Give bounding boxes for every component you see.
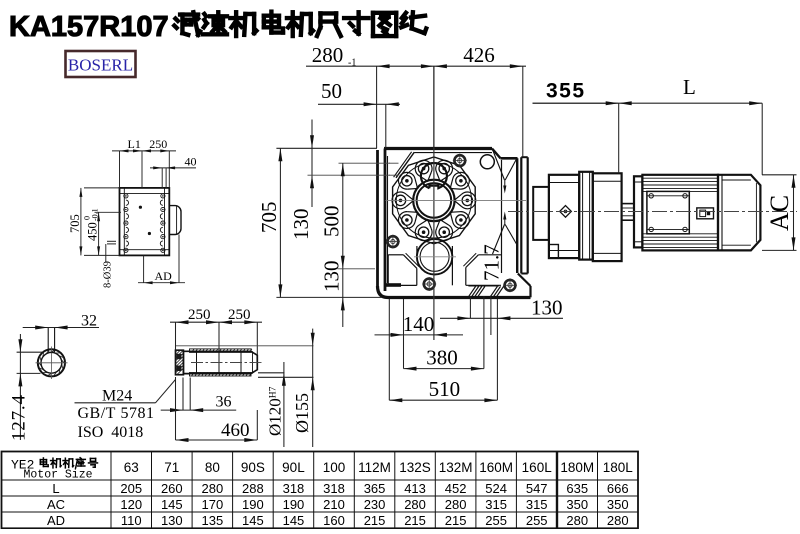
svg-text:413: 413 — [404, 481, 426, 496]
svg-text:318: 318 — [323, 481, 345, 496]
svg-text:AC: AC — [47, 497, 65, 512]
svg-text:132S: 132S — [399, 460, 431, 475]
svg-text:280: 280 — [607, 513, 629, 528]
svg-text:180M: 180M — [560, 460, 594, 475]
svg-text:190: 190 — [283, 497, 305, 512]
svg-text:132M: 132M — [439, 460, 473, 475]
svg-text:215: 215 — [445, 513, 467, 528]
svg-text:500: 500 — [320, 206, 344, 238]
svg-text:145: 145 — [283, 513, 305, 528]
svg-text:280: 280 — [312, 43, 344, 67]
svg-text:255: 255 — [485, 513, 507, 528]
svg-text:280: 280 — [404, 497, 426, 512]
svg-text:145: 145 — [242, 513, 264, 528]
svg-text:355: 355 — [546, 80, 586, 103]
svg-text:71: 71 — [164, 460, 179, 475]
svg-text:145: 145 — [161, 497, 183, 512]
svg-text:380: 380 — [426, 346, 458, 370]
svg-text:130: 130 — [531, 296, 563, 320]
svg-text:318: 318 — [283, 481, 305, 496]
svg-text:AD: AD — [155, 269, 173, 283]
svg-text:350: 350 — [566, 497, 588, 512]
svg-text:L: L — [683, 75, 696, 99]
svg-text:127.4: 127.4 — [9, 394, 30, 441]
svg-text:666: 666 — [607, 481, 629, 496]
svg-text:Ø155: Ø155 — [292, 393, 312, 433]
svg-text:63: 63 — [124, 460, 139, 475]
svg-text:135: 135 — [201, 513, 223, 528]
svg-text:255: 255 — [526, 513, 548, 528]
svg-text:260: 260 — [161, 481, 183, 496]
svg-text:452: 452 — [445, 481, 467, 496]
svg-text:365: 365 — [364, 481, 386, 496]
svg-text:180L: 180L — [603, 460, 634, 475]
svg-text:BOSERL: BOSERL — [68, 56, 133, 75]
svg-text:50: 50 — [321, 79, 342, 103]
svg-text:288: 288 — [242, 481, 264, 496]
svg-text:315: 315 — [485, 497, 507, 512]
svg-text:32: 32 — [81, 313, 97, 330]
svg-text:90L: 90L — [282, 460, 305, 475]
svg-text:-0.1: -0.1 — [91, 208, 100, 221]
svg-text:190: 190 — [242, 497, 264, 512]
svg-text:160: 160 — [323, 513, 345, 528]
svg-text:130: 130 — [289, 209, 313, 241]
svg-text:M24: M24 — [102, 387, 132, 404]
svg-text:36: 36 — [216, 393, 232, 410]
svg-text:350: 350 — [607, 497, 629, 512]
svg-text:Motor Size: Motor Size — [23, 469, 92, 482]
svg-text:8-Ø39: 8-Ø39 — [103, 261, 114, 288]
svg-text:250: 250 — [149, 137, 167, 151]
svg-text:100: 100 — [323, 460, 346, 475]
svg-text:AD: AD — [47, 513, 65, 528]
svg-text:AC: AC — [765, 195, 794, 231]
svg-text:L1: L1 — [128, 137, 141, 151]
svg-text:140: 140 — [403, 312, 435, 336]
svg-text:280: 280 — [566, 513, 588, 528]
svg-text:160L: 160L — [522, 460, 553, 475]
svg-text:160M: 160M — [479, 460, 513, 475]
svg-text:KA157R107: KA157R107 — [9, 11, 169, 43]
svg-text:130: 130 — [161, 513, 183, 528]
svg-text:40: 40 — [185, 155, 197, 169]
svg-text:205: 205 — [120, 481, 142, 496]
svg-text:210: 210 — [323, 497, 345, 512]
svg-text:-1: -1 — [348, 58, 356, 69]
svg-text:250: 250 — [188, 307, 211, 323]
svg-text:230: 230 — [364, 497, 386, 512]
svg-text:280: 280 — [201, 481, 223, 496]
svg-text:110: 110 — [121, 513, 142, 528]
svg-text:130: 130 — [320, 261, 344, 293]
svg-text:71.7: 71.7 — [480, 244, 504, 281]
svg-text:705: 705 — [68, 214, 82, 233]
svg-text:215: 215 — [364, 513, 386, 528]
svg-text:112M: 112M — [358, 460, 391, 475]
svg-text:426: 426 — [463, 43, 495, 67]
svg-text:L: L — [52, 481, 59, 496]
svg-text:250: 250 — [228, 307, 251, 323]
svg-text:460: 460 — [221, 420, 250, 441]
svg-text:170: 170 — [201, 497, 223, 512]
svg-text:90S: 90S — [241, 460, 265, 475]
svg-text:547: 547 — [526, 481, 548, 496]
svg-text:315: 315 — [526, 497, 548, 512]
svg-text:GB/T 5781: GB/T 5781 — [78, 405, 155, 422]
svg-text:120: 120 — [120, 497, 142, 512]
svg-text:524: 524 — [485, 481, 507, 496]
svg-text:ISO 4018: ISO 4018 — [78, 424, 144, 441]
svg-text:510: 510 — [429, 377, 461, 401]
svg-text:280: 280 — [445, 497, 467, 512]
svg-text:705: 705 — [257, 202, 281, 234]
svg-text:635: 635 — [566, 481, 588, 496]
svg-text:450: 450 — [86, 222, 100, 241]
svg-text:215: 215 — [404, 513, 426, 528]
svg-text:80: 80 — [205, 460, 220, 475]
